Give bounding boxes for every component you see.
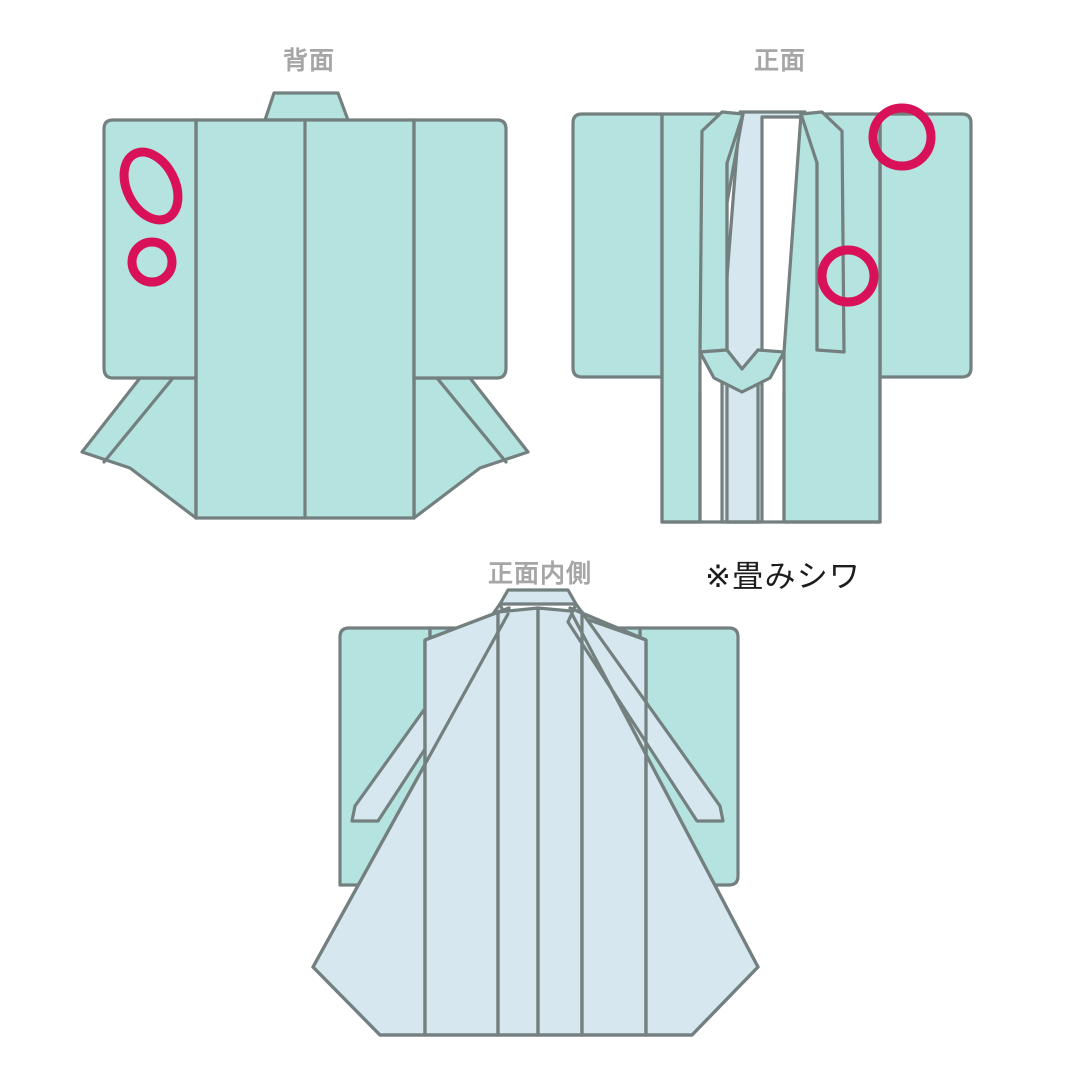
label-front-view: 正面 xyxy=(753,47,806,75)
label-wrinkle-note: ※畳みシワ xyxy=(705,559,862,594)
label-front-inside-view: 正面内側 xyxy=(487,560,592,588)
inside-collar-tab xyxy=(498,588,578,606)
back-left-skirt-flare xyxy=(80,376,198,520)
inside-crease-left-1 xyxy=(311,612,510,969)
front-inside-view-group xyxy=(311,588,760,1037)
back-collar-tab xyxy=(263,91,350,122)
front-collar-crossing xyxy=(698,348,786,394)
front-view-group xyxy=(571,110,973,524)
back-panel-seams xyxy=(194,118,416,520)
front-collar-fold-lines xyxy=(725,161,819,352)
back-right-skirt-crease xyxy=(435,376,508,464)
back-right-skirt-flare xyxy=(412,376,530,520)
back-right-sleeve xyxy=(412,118,508,380)
inside-lining-center-left xyxy=(496,606,540,1037)
damage-marker-circle-3 xyxy=(817,245,879,307)
damage-marker-circle-2 xyxy=(868,103,936,171)
front-view-markers xyxy=(817,103,936,307)
back-left-sleeve xyxy=(102,118,198,380)
back-left-skirt-crease xyxy=(102,376,175,464)
inside-crease-right-1 xyxy=(570,612,760,969)
inside-lining-creases xyxy=(311,606,760,1037)
inside-lining-hem xyxy=(311,965,760,1037)
damage-marker-ellipse-1 xyxy=(119,147,183,225)
inside-lining-center-right xyxy=(536,606,584,1037)
back-view-group xyxy=(80,91,530,520)
front-left-sleeve xyxy=(571,112,664,379)
front-right-sleeve xyxy=(878,112,973,379)
damage-marker-circle-1 xyxy=(127,237,177,287)
label-back-view: 背面 xyxy=(282,47,335,75)
front-panel-seams xyxy=(660,112,882,524)
inside-crease-left-2 xyxy=(423,606,511,1037)
back-view-markers xyxy=(119,147,183,287)
inside-crease-right-2 xyxy=(568,606,648,1037)
